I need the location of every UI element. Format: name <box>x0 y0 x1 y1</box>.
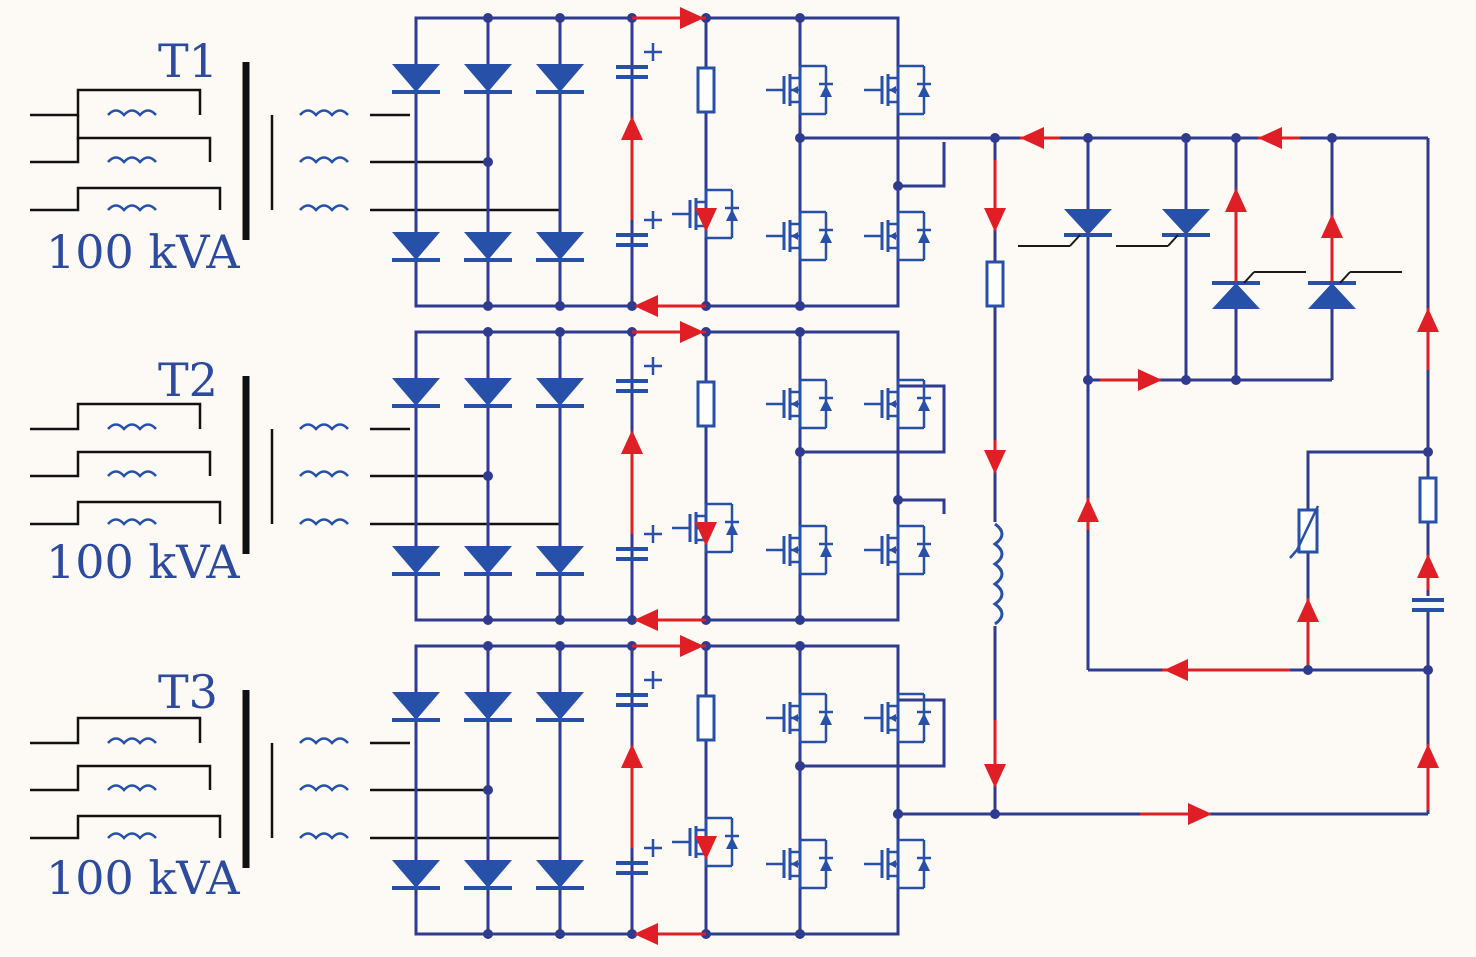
rating-label: 100 kVA <box>46 535 240 589</box>
module-wiring <box>414 16 995 308</box>
transformer-primary <box>30 402 222 526</box>
module-wiring <box>414 644 946 936</box>
primary-windings <box>106 109 158 212</box>
transformer-primary <box>30 88 222 212</box>
transformer-label: T3 <box>158 665 218 719</box>
transformer-label: T2 <box>158 353 218 407</box>
transformer-label: T1 <box>158 34 218 88</box>
varistor <box>1289 505 1320 559</box>
current-flow <box>621 321 717 631</box>
junction-dots <box>483 641 903 939</box>
power-module-1: T1 100 kVA <box>30 7 995 317</box>
module-wiring <box>414 330 946 622</box>
rating-label: 100 kVA <box>46 225 240 279</box>
current-flow <box>621 635 717 945</box>
current-flow <box>621 7 717 317</box>
transformer-secondary <box>270 113 560 212</box>
power-module-2: T2 100 kVA <box>30 321 946 631</box>
output-junction-dots <box>893 133 1433 819</box>
inductor <box>985 522 1005 626</box>
transformer-secondary <box>270 741 560 840</box>
output-capacitor <box>1412 596 1444 612</box>
junction-dots <box>483 13 903 311</box>
output-circuit-wiring <box>898 136 1430 816</box>
transformer-primary <box>30 716 222 840</box>
rating-label: 100 kVA <box>46 851 240 905</box>
transformer-secondary <box>270 427 560 526</box>
power-module-3: T3 100 kVA <box>30 635 946 945</box>
junction-dots <box>483 327 903 625</box>
output-current-flow <box>984 127 1439 825</box>
